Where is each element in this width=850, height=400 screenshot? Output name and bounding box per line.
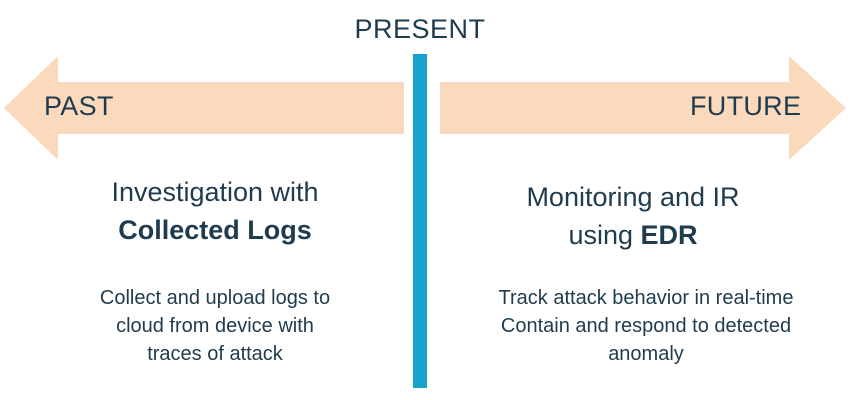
future-heading-line2-prefix: using [568,220,641,250]
future-label: FUTURE [690,91,802,121]
past-label: PAST [44,91,114,121]
past-heading-line1: Investigation with [111,177,319,207]
future-heading-line1: Monitoring and IR [526,182,740,212]
future-heading-line2-bold: EDR [640,220,698,250]
past-description-line: Collect and upload logs to [99,287,331,309]
future-description: Track attack behavior in real-time Conta… [446,284,846,368]
past-arrow [4,56,404,160]
future-heading: Monitoring and IR using EDR [458,178,808,254]
future-description-line: anomaly [608,343,684,365]
past-heading: Investigation with Collected Logs [40,173,390,249]
past-description-line: traces of attack [147,343,283,365]
past-description: Collect and upload logs to cloud from de… [40,284,390,368]
future-description-line: Contain and respond to detected [500,315,792,337]
past-heading-line2: Collected Logs [118,215,312,245]
future-description-line: Track attack behavior in real-time [498,287,794,309]
future-heading-line2: using EDR [458,216,808,254]
present-divider [413,54,427,388]
past-description-line: cloud from device with [116,315,314,337]
future-arrow [440,56,846,160]
present-label: PRESENT [354,14,486,44]
